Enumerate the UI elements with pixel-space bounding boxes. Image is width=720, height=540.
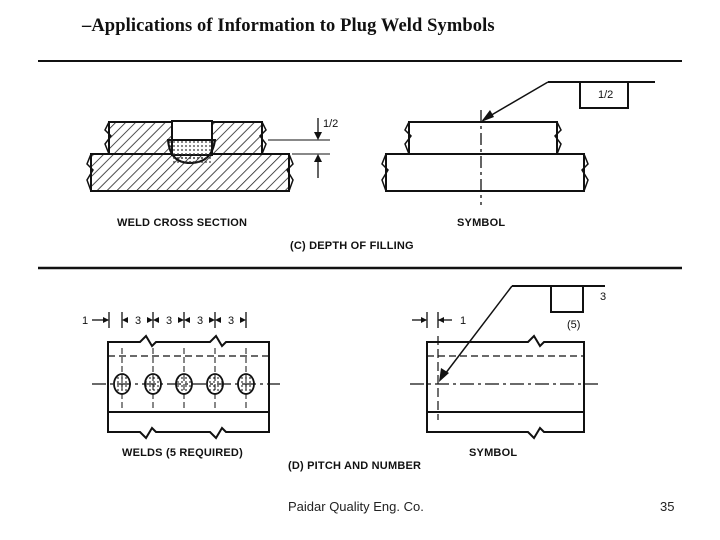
plug-weld bbox=[144, 348, 162, 412]
symbol-pitch-value: 3 bbox=[600, 291, 606, 303]
plug-weld bbox=[206, 348, 224, 412]
pitch-dimension-label: 3 bbox=[166, 315, 172, 327]
depth-symbol-drawing: 1/2 bbox=[381, 81, 655, 205]
plug-weld bbox=[113, 348, 131, 412]
pitch-dimension-label: 3 bbox=[135, 315, 141, 327]
weld-cross-section-caption: WELD CROSS SECTION bbox=[117, 217, 247, 229]
edge-dimension-label: 1 bbox=[82, 315, 88, 327]
depth-symbol-caption: SYMBOL bbox=[457, 217, 505, 229]
depth-symbol-value: 1/2 bbox=[598, 89, 613, 101]
weld-cross-section-drawing: 1/2 bbox=[86, 118, 338, 192]
footer-page-number: 35 bbox=[660, 499, 675, 514]
symbol-count-value: (5) bbox=[567, 319, 580, 331]
pitch-symbol-drawing: 1 3 (5) bbox=[410, 285, 606, 440]
pitch-symbol-caption: SYMBOL bbox=[469, 447, 517, 459]
section-c-title: (C) DEPTH OF FILLING bbox=[290, 240, 414, 252]
welds-caption: WELDS (5 REQUIRED) bbox=[122, 447, 243, 459]
plug-weld bbox=[237, 348, 255, 412]
page-title: –Applications of Information to Plug Wel… bbox=[82, 16, 495, 36]
pitch-dimension-label: 3 bbox=[228, 315, 234, 327]
depth-dimension-label: 1/2 bbox=[323, 118, 338, 130]
section-d-title: (D) PITCH AND NUMBER bbox=[288, 460, 421, 472]
pitch-welds-drawing: 1 3 3 3 3 bbox=[82, 312, 280, 440]
symbol-edge-dimension-label: 1 bbox=[460, 315, 466, 327]
pitch-dimension-label: 3 bbox=[197, 315, 203, 327]
footer-company: Paidar Quality Eng. Co. bbox=[288, 499, 424, 514]
plug-weld bbox=[175, 348, 193, 412]
